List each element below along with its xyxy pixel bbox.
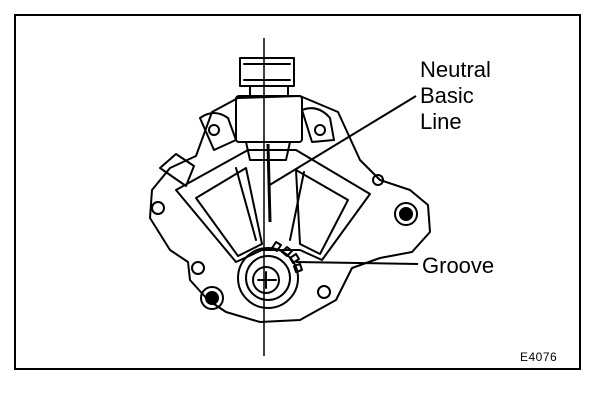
groove-label: Groove: [422, 253, 495, 278]
figure-frame: [14, 14, 581, 370]
neutral-leader: [267, 95, 417, 187]
figure-code: E4076: [520, 350, 558, 364]
groove-leader: [295, 261, 419, 265]
neutral-label-line3: Line: [420, 109, 462, 134]
pump-housing: [149, 95, 431, 323]
hub-outer: [237, 247, 299, 309]
connector-block: [239, 57, 295, 87]
neutral-label-line2: Basic: [420, 83, 474, 108]
neutral-label-line1: Neutral: [420, 57, 491, 82]
